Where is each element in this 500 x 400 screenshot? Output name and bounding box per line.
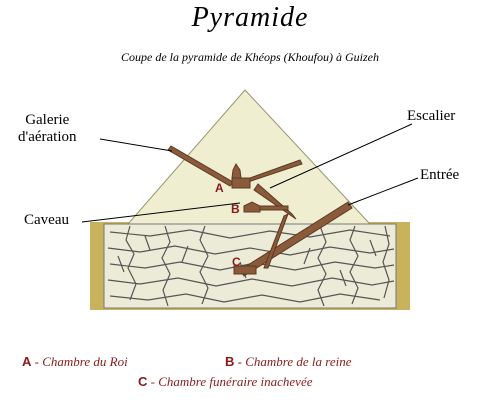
label-caveau: Caveau (24, 212, 69, 228)
label-escalier: Escalier (407, 108, 456, 124)
leader-caveau (81, 202, 241, 223)
marker-b: B (231, 202, 240, 216)
leader-entree (347, 177, 419, 206)
leader-galerie (99, 138, 173, 152)
kings-chamber (231, 177, 251, 189)
diagram-title: Pyramide (191, 2, 309, 33)
legend-text-a: - Chambre du Roi (31, 354, 128, 369)
subterranean-chamber (233, 265, 257, 275)
relieving-chambers (231, 163, 242, 179)
label-galerie: Galerie d'aération (18, 112, 77, 146)
label-galerie-line2: d'aération (18, 129, 77, 145)
legend-text-c: - Chambre funéraire inachevée (147, 374, 313, 389)
queens-chamber (243, 201, 261, 213)
diagram-subtitle: Coupe de la pyramide de Khéops (Khoufou)… (121, 50, 379, 64)
marker-c: C (232, 255, 241, 269)
well-shaft (263, 212, 289, 269)
leader-escalier (269, 123, 413, 189)
legend-item-b: B - Chambre de la reine (225, 354, 352, 370)
label-entree: Entrée (420, 167, 460, 183)
leader-lines (81, 123, 419, 223)
legend-key-a: A (22, 354, 32, 369)
legend-item-a: A - Chambre du Roi (22, 354, 128, 370)
legend-item-c: C - Chambre funéraire inachevée (138, 374, 313, 390)
legend-key-c: C (138, 374, 148, 389)
label-galerie-line1: Galerie (25, 112, 70, 128)
legend-text-b: - Chambre de la reine (234, 354, 352, 369)
marker-a: A (215, 181, 224, 195)
passages (167, 145, 353, 277)
legend-key-b: B (225, 354, 235, 369)
